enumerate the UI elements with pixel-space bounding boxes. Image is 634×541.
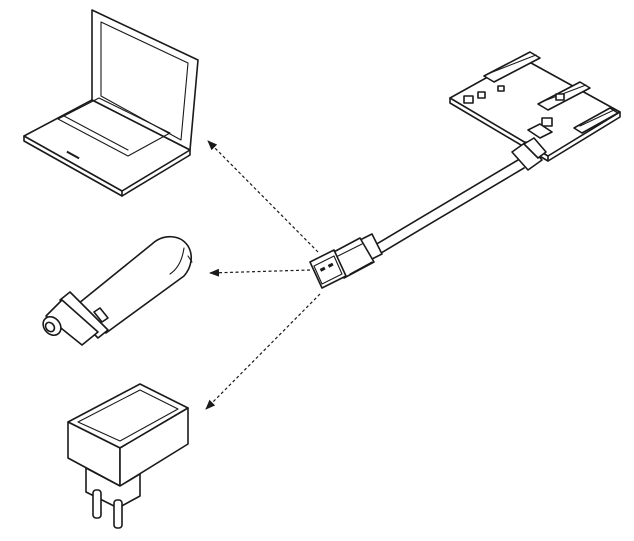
usb-cable xyxy=(369,137,547,257)
usb-a-plug-icon xyxy=(309,233,383,289)
development-board-icon xyxy=(449,51,621,162)
arrow-to-laptop xyxy=(207,140,319,253)
laptop-icon xyxy=(23,9,199,197)
arrow-to-car-charger xyxy=(209,268,311,277)
arrow-to-wall-adapter xyxy=(205,293,321,410)
wall-adapter-icon xyxy=(67,383,189,529)
connector-arrows xyxy=(205,140,321,410)
car-charger-icon xyxy=(42,235,193,346)
